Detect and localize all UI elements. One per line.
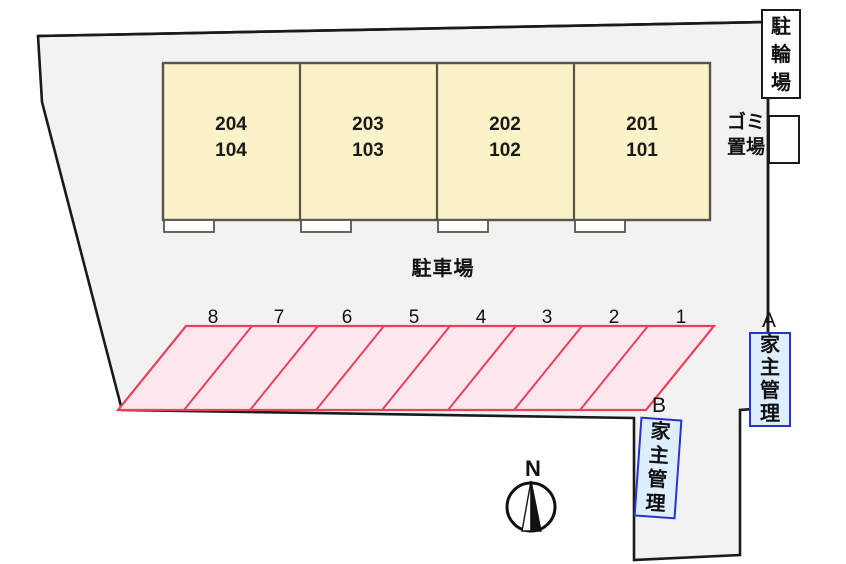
- parking-stall-divider: [249, 325, 319, 411]
- parking-stall-number-6: 6: [342, 307, 353, 328]
- garbage-area-box: [768, 115, 800, 164]
- managed-zone-a-char-1: 家: [760, 332, 781, 356]
- parking-stall-number-5: 5: [409, 307, 420, 328]
- parking-stall-divider: [381, 325, 451, 411]
- managed-zone-a[interactable]: A 家 主 管 理: [749, 309, 791, 427]
- garbage-area-label-line1: ゴミ: [727, 110, 765, 133]
- compass-needle-dark-icon: [530, 480, 542, 532]
- unit-label-lower: 104: [215, 140, 247, 161]
- unit-label-upper: 204: [215, 114, 247, 135]
- unit-202-102[interactable]: 202 102: [489, 114, 521, 161]
- managed-zone-a-char-2: 主: [760, 355, 780, 379]
- managed-zone-b-box: [633, 416, 683, 520]
- entrance-porch-203: [300, 219, 352, 233]
- managed-zone-b[interactable]: B 家 主 管 理: [633, 394, 683, 520]
- parking-stall-divider: [447, 325, 517, 411]
- unit-label-upper: 203: [352, 114, 384, 135]
- managed-zone-b-char-4: 理: [645, 490, 667, 515]
- parking-stall-number-8: 8: [208, 307, 219, 328]
- bicycle-parking-char-1: 駐: [771, 14, 791, 38]
- managed-zone-b-char-1: 家: [650, 418, 673, 443]
- managed-zone-a-letter: A: [762, 309, 776, 332]
- parking-stall-number-7: 7: [274, 307, 285, 328]
- unit-label-lower: 103: [352, 140, 384, 161]
- bicycle-parking-area[interactable]: 駐 輪 場: [761, 9, 801, 99]
- garbage-area-label-line2: 置場: [727, 136, 765, 158]
- parking-stall-number-2: 2: [609, 307, 620, 328]
- parking-stall-divider: [513, 325, 583, 411]
- parking-lot-heading: 駐車場: [412, 256, 475, 280]
- bicycle-parking-char-2: 輪: [771, 42, 792, 66]
- unit-label-upper: 202: [489, 114, 521, 135]
- managed-zone-b-char-3: 管: [646, 466, 668, 491]
- parking-stall-number-3: 3: [542, 307, 553, 328]
- parking-stall-number-4: 4: [476, 307, 487, 328]
- entrance-porch-204: [163, 219, 215, 233]
- parking-lot[interactable]: 8 7 6 5 4 3 2 1: [115, 307, 717, 412]
- managed-zone-a-char-4: 理: [760, 401, 780, 425]
- unit-203-103[interactable]: 203 103: [352, 114, 384, 161]
- unit-label-lower: 102: [489, 140, 521, 161]
- parking-stall-divider: [183, 325, 253, 411]
- unit-label-lower: 101: [626, 140, 658, 161]
- compass-north-label: N: [525, 456, 541, 481]
- apartment-building: 204 104 203 103 202 102 201 101: [161, 61, 712, 233]
- entrance-porch-201: [574, 219, 626, 233]
- parking-stall-divider: [315, 325, 385, 411]
- bicycle-parking-box: [761, 9, 801, 99]
- managed-zone-b-letter: B: [652, 394, 666, 417]
- garbage-area[interactable]: ゴミ 置場: [727, 110, 800, 164]
- parking-stall-number-1: 1: [676, 307, 687, 328]
- bicycle-parking-char-3: 場: [771, 70, 791, 94]
- managed-zone-a-char-3: 管: [760, 378, 780, 402]
- compass-rose: N: [505, 456, 557, 533]
- parking-stall-divider: [579, 325, 649, 411]
- unit-label-upper: 201: [626, 114, 658, 135]
- unit-201-101[interactable]: 201 101: [626, 114, 658, 161]
- managed-zone-b-char-2: 主: [648, 442, 670, 467]
- entrance-porch-202: [437, 219, 489, 233]
- managed-zone-a-box: [749, 332, 791, 427]
- unit-204-104[interactable]: 204 104: [215, 114, 247, 161]
